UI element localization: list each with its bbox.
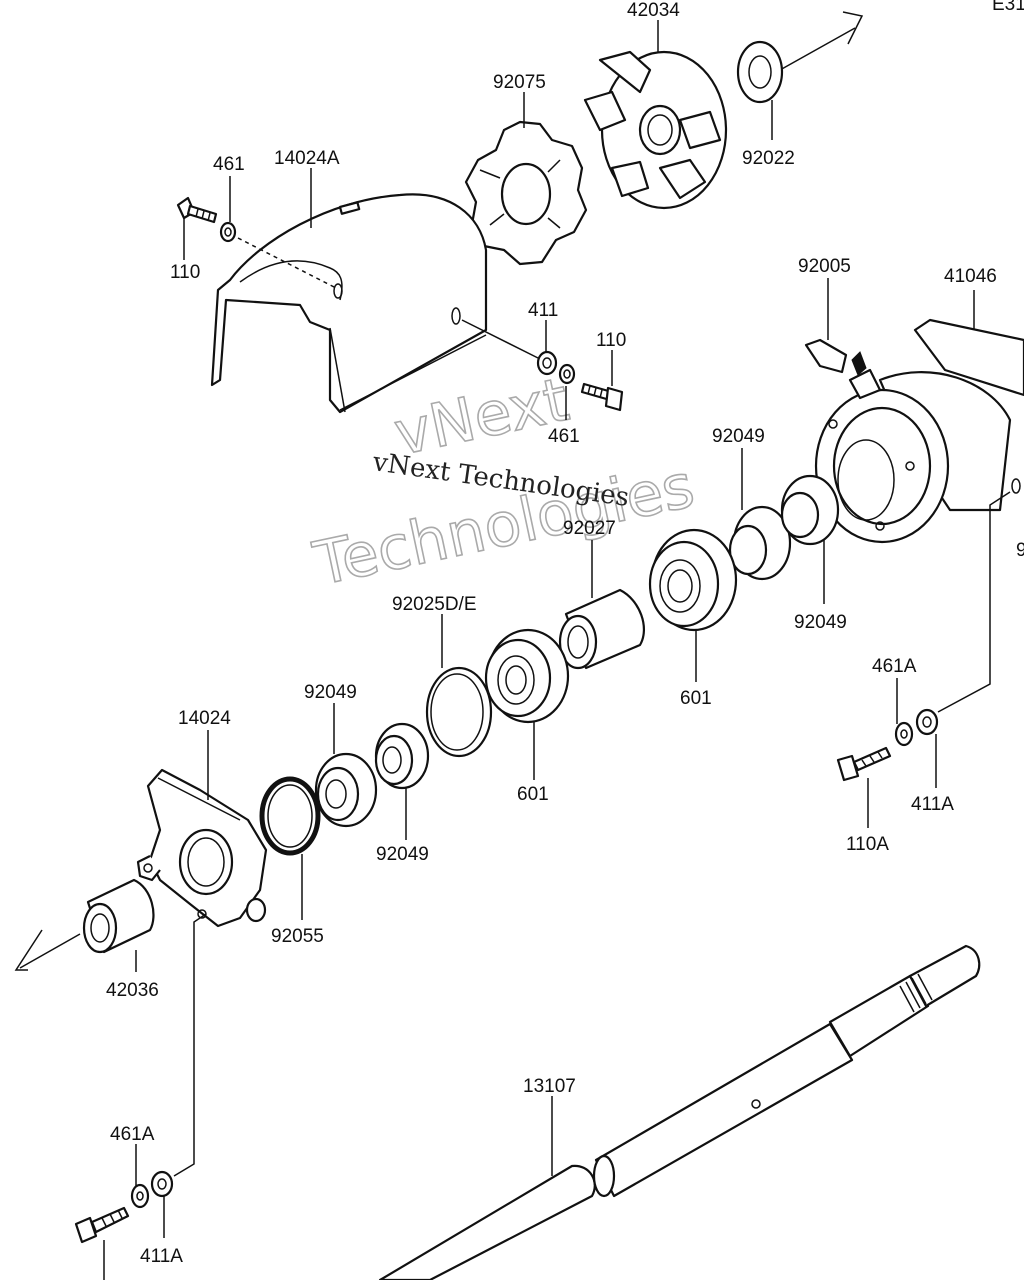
part-42034-coupling	[583, 50, 728, 210]
part-92027-collar	[558, 588, 645, 670]
part-461A-washer-right	[894, 721, 914, 747]
part-92075-damper	[464, 120, 588, 266]
label-92049-b: 92049	[794, 612, 847, 633]
part-411-washer	[536, 350, 558, 376]
diagram-code: E31	[992, 0, 1024, 15]
label-411A-right: 411A	[911, 794, 954, 815]
label-110A: 110A	[846, 834, 889, 855]
watermark: vNext Technologies vNext Technologies	[307, 364, 701, 601]
part-92055-oring	[259, 776, 321, 856]
label-cut-right: 9	[1016, 540, 1024, 561]
part-42036-sleeve	[82, 878, 155, 954]
label-92005: 92005	[798, 256, 851, 277]
label-461-top: 461	[213, 154, 245, 175]
leader-dashed-cover	[237, 237, 337, 289]
label-42036: 42036	[106, 980, 159, 1001]
part-13107-shaft	[378, 944, 981, 1280]
part-14024-cover	[136, 768, 268, 928]
label-92022: 92022	[742, 148, 795, 169]
direction-arrow-bottom	[14, 929, 81, 971]
part-461-washer-mid	[558, 363, 576, 385]
label-110-right: 110	[596, 330, 626, 351]
label-14024A: 14024A	[274, 148, 340, 169]
part-601-bearing-b	[484, 628, 570, 724]
part-92025DE-shim	[425, 666, 493, 758]
label-411: 411	[528, 300, 558, 321]
label-92025DE: 92025D/E	[392, 594, 477, 615]
part-92049-seal-b	[780, 474, 840, 546]
part-601-bearing-a	[648, 528, 738, 632]
label-92055: 92055	[271, 926, 324, 947]
label-461A-left: 461A	[110, 1124, 155, 1145]
part-92022-washer	[736, 40, 784, 104]
part-labels: E31 42034 92075 92022 461 14024A 110 411…	[106, 0, 1024, 1267]
label-42034: 42034	[627, 0, 680, 21]
label-92049-c: 92049	[304, 682, 357, 703]
leader-cover-washer	[461, 319, 539, 359]
part-461-washer-top	[219, 221, 237, 243]
leader-washer-housing	[937, 491, 1011, 713]
part-461A-washer-left	[130, 1183, 150, 1209]
label-92075: 92075	[493, 72, 546, 93]
part-bolt-lower-left	[74, 1206, 130, 1244]
label-411A-left: 411A	[140, 1246, 183, 1267]
label-110-left: 110	[170, 262, 200, 283]
part-92049-seal-d	[314, 752, 378, 828]
part-411A-washer-right	[915, 708, 939, 736]
leader-washer-cover	[173, 913, 207, 1177]
label-14024: 14024	[178, 708, 231, 729]
part-110A-bolt	[836, 746, 892, 782]
part-92005-nipple	[804, 338, 867, 376]
part-110-bolt-left	[176, 196, 218, 224]
label-92027: 92027	[563, 518, 616, 539]
label-601-b: 601	[517, 784, 549, 805]
label-92049-d: 92049	[376, 844, 429, 865]
label-461-mid: 461	[548, 426, 580, 447]
direction-arrow-top	[779, 11, 864, 71]
label-41046: 41046	[944, 266, 997, 287]
part-92049-seal-a	[728, 505, 792, 581]
label-461A-right: 461A	[872, 656, 917, 677]
part-41046-housing	[814, 318, 1024, 544]
part-110-bolt-right	[580, 382, 624, 412]
label-92049-a: 92049	[712, 426, 765, 447]
part-411A-washer-left	[150, 1170, 174, 1198]
part-14024A-cover	[210, 193, 488, 414]
part-92049-seal-c	[374, 722, 430, 790]
leader-lines	[103, 20, 975, 1280]
label-13107: 13107	[523, 1076, 576, 1097]
label-601-a: 601	[680, 688, 712, 709]
